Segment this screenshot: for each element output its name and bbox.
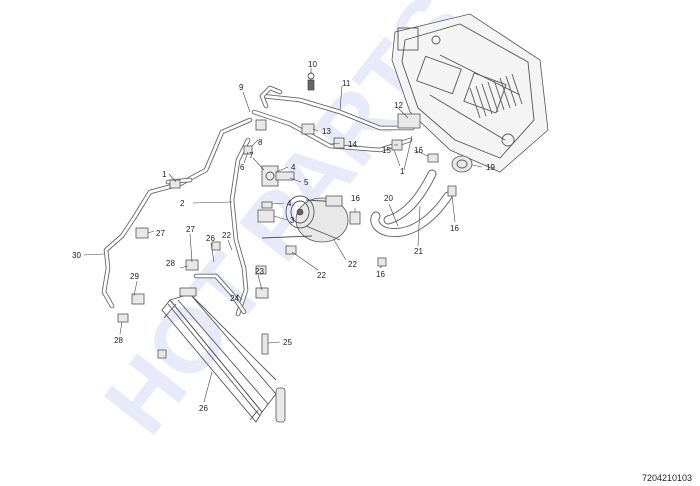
callout: 8 (258, 138, 263, 147)
callout: 20 (384, 194, 393, 203)
callout: 28 (166, 259, 175, 268)
callout-labels: 10 11 9 12 13 14 15 16 1 19 8 6 7 4 5 2 … (72, 60, 495, 413)
callout: 5 (304, 178, 309, 187)
callout: 16 (376, 270, 385, 279)
callout: 1 (162, 170, 167, 179)
callout: 21 (414, 247, 423, 256)
callout: 22 (222, 231, 231, 240)
callout: 26 (206, 234, 215, 243)
hvac-housing (391, 13, 549, 173)
compressor (285, 195, 349, 243)
callout: 30 (72, 251, 81, 260)
condenser (157, 287, 286, 423)
callout: 15 (382, 146, 391, 155)
leader-lines (83, 68, 483, 403)
callout: 14 (348, 140, 357, 149)
callout: 26 (199, 404, 208, 413)
callout: 2 (180, 199, 185, 208)
callout: 24 (230, 294, 239, 303)
callout: 27 (186, 225, 195, 234)
callout: 16 (351, 194, 360, 203)
callout: 1 (400, 167, 405, 176)
callout: 16 (414, 146, 423, 155)
callout: 11 (342, 79, 351, 88)
callout: 27 (156, 229, 165, 238)
callout: 13 (322, 127, 331, 136)
callout: 19 (486, 163, 495, 172)
callout: 4 (287, 199, 292, 208)
callout: 28 (114, 336, 123, 345)
callout: 22 (348, 260, 357, 269)
drain-hoses (370, 169, 453, 238)
callout: 12 (394, 101, 403, 110)
callout: 22 (317, 271, 326, 280)
callout: 25 (283, 338, 292, 347)
callout: 23 (255, 267, 264, 276)
callout: 3 (290, 216, 295, 225)
callout: 4 (291, 163, 296, 172)
callout: 7 (249, 151, 254, 160)
callout: 9 (239, 83, 244, 92)
callout: 6 (240, 163, 245, 172)
callout: 10 (308, 60, 317, 69)
document-number: 7204210103 (641, 473, 692, 483)
callout: 29 (130, 272, 139, 281)
refrigerant-pipes (101, 85, 415, 317)
callout: 16 (450, 224, 459, 233)
